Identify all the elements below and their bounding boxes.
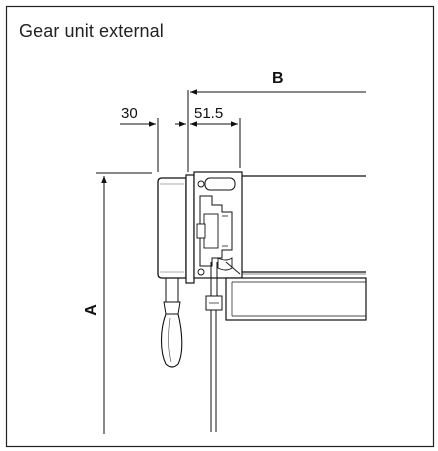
operating-rod [205, 262, 223, 432]
dimension-a-label: A [83, 304, 100, 316]
outer-border [5, 5, 435, 448]
dimension-51-5-label: 51.5 [194, 105, 223, 122]
diagram-caption: Gear unit external [19, 21, 164, 41]
dimension-a: A [83, 172, 152, 434]
dimension-b: B [187, 70, 366, 172]
dimension-b-label: B [272, 70, 284, 87]
dimension-30-label: 30 [121, 105, 138, 122]
gear-unit-body [157, 171, 367, 321]
dimension-51-5: 51.5 [190, 105, 241, 168]
dimension-30: 30 [120, 105, 186, 172]
crank-handle [160, 278, 183, 368]
